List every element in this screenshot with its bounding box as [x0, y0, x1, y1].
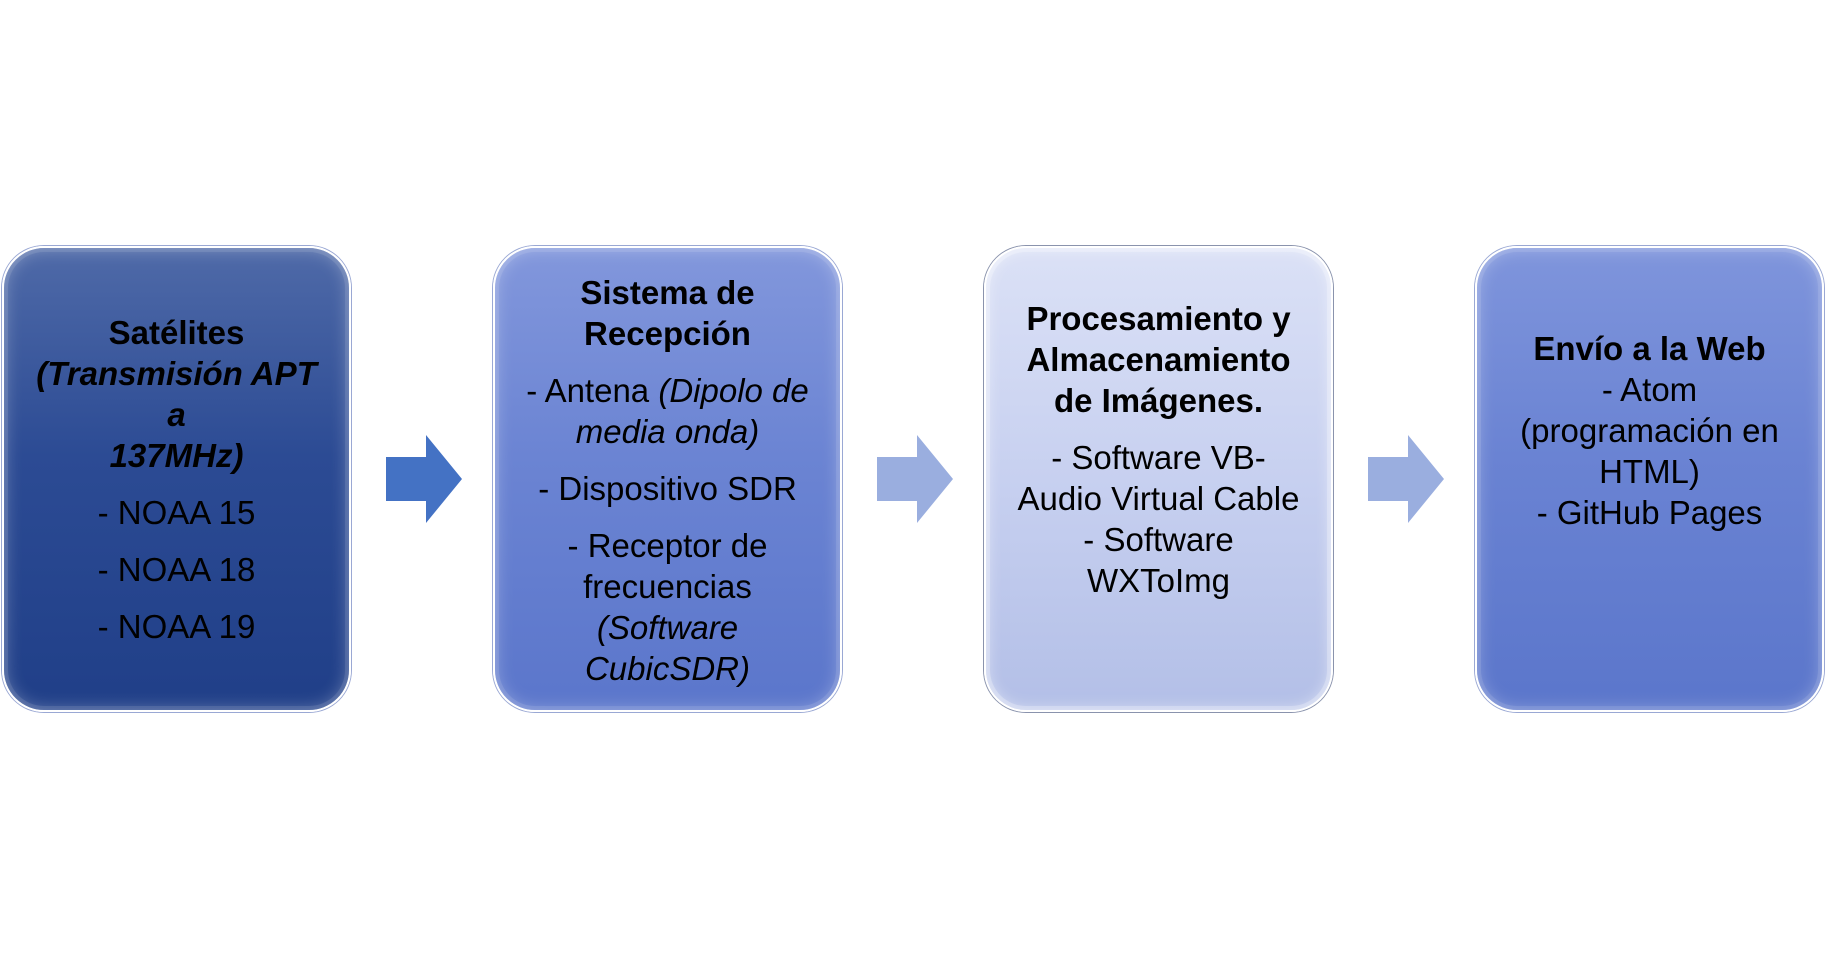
- step-title-line: Almacenamiento: [1026, 341, 1291, 378]
- step-item: - NOAA 18: [97, 550, 256, 588]
- step-item-continuation: (programación en: [1520, 412, 1779, 449]
- right-arrow-icon: [1368, 435, 1444, 523]
- step-subtitle-line: (Transmisión APT a: [36, 354, 317, 433]
- step-item: - Software VB-: [1051, 439, 1266, 476]
- step-item: - Atom: [1601, 371, 1698, 408]
- step-item-continuation: HTML): [1599, 453, 1700, 490]
- step-item: - NOAA 19: [97, 607, 256, 645]
- right-arrow-icon: [877, 435, 953, 523]
- step-item-continuation: CubicSDR): [584, 650, 751, 687]
- right-arrow-icon: [386, 435, 462, 523]
- step-box-satelites: Satélites (Transmisión APT a 137MHz) - N…: [2, 246, 351, 712]
- step-subtitle-line: 137MHz): [109, 436, 244, 474]
- step-title: Satélites: [108, 313, 245, 351]
- step-item-continuation: media onda): [575, 413, 760, 450]
- step-title-line: Procesamiento y: [1026, 300, 1291, 337]
- step-item: - GitHub Pages: [1536, 494, 1763, 531]
- step-title-line: de Imágenes.: [1053, 382, 1264, 419]
- step-item: - NOAA 15: [97, 493, 256, 531]
- step-title-line: Recepción: [584, 315, 751, 352]
- step-box-procesamiento: Procesamiento y Almacenamiento de Imágen…: [984, 246, 1333, 712]
- step-item: - Antena (Dipolo de: [526, 372, 809, 409]
- step-title-line: Sistema de: [580, 274, 755, 311]
- step-box-recepcion: Sistema de Recepción - Antena (Dipolo de…: [493, 246, 842, 712]
- step-box-envio-web: Envío a la Web - Atom (programación en H…: [1475, 246, 1824, 712]
- step-item: - Dispositivo SDR: [538, 470, 797, 507]
- step-item: - Software: [1083, 521, 1234, 558]
- step-title: Envío a la Web: [1533, 330, 1766, 367]
- step-item-continuation: Audio Virtual Cable: [1017, 480, 1300, 517]
- step-item-continuation: (Software: [596, 609, 739, 646]
- step-item-continuation: WXToImg: [1086, 562, 1231, 599]
- step-item: - Receptor de: [567, 527, 768, 564]
- step-item-continuation: frecuencias: [583, 568, 752, 605]
